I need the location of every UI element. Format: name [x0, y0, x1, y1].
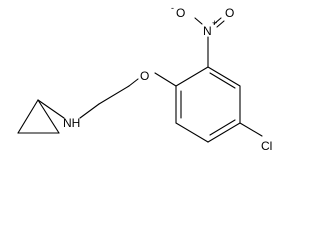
- positive-charge: +: [212, 18, 217, 28]
- ether-oxygen-label: O: [140, 69, 149, 83]
- bond: [207, 122, 241, 143]
- amine-label: NH: [63, 116, 80, 130]
- chlorine-label: Cl: [261, 139, 272, 153]
- double-bond-inner: [209, 72, 236, 89]
- bond: [175, 122, 209, 143]
- molecule-diagram: - O N + O O NH Cl: [17, 3, 272, 153]
- bond: [154, 72, 177, 87]
- nitro-nitrogen-label: N: [203, 24, 212, 38]
- bond: [37, 99, 60, 134]
- bond: [194, 17, 203, 25]
- bond: [37, 99, 65, 119]
- bond: [128, 78, 139, 87]
- negative-charge: -: [171, 3, 174, 13]
- double-bond: [216, 20, 225, 28]
- bond: [17, 99, 39, 134]
- bond: [207, 66, 241, 87]
- bond: [239, 122, 263, 137]
- cyclopropyl-ring: [17, 99, 60, 134]
- bond: [79, 103, 100, 119]
- double-bond: [213, 17, 222, 25]
- double-bond-inner: [209, 119, 236, 136]
- bond: [175, 66, 209, 87]
- nitro-oxygen-minus-label: O: [176, 6, 185, 20]
- nitro-oxygen-double-label: O: [225, 6, 234, 20]
- structure-canvas: - O N + O O NH Cl: [17, 3, 272, 153]
- bond: [98, 85, 130, 105]
- benzene-ring: [175, 66, 241, 143]
